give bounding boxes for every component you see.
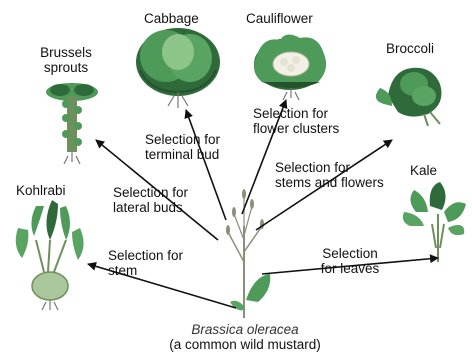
selection-stems-and-flowers: Selection for stems and flowers	[275, 160, 384, 190]
kohlrabi-illustration	[16, 200, 84, 310]
kale-illustration	[403, 182, 466, 262]
selection-terminal-bud-line2: terminal bud	[145, 147, 220, 162]
selection-stem-line2: stem	[108, 263, 183, 278]
arrow-to-cabbage	[186, 110, 226, 220]
selection-flower-clusters: Selection for flower clusters	[253, 106, 339, 136]
label-brussels-sprouts: Brussels sprouts	[28, 45, 104, 75]
selection-leaves-line1: Selection	[308, 246, 392, 261]
broccoli-illustration	[376, 68, 442, 126]
selection-stem-line1: Selection for	[108, 248, 183, 263]
label-cauliflower: Cauliflower	[246, 11, 313, 26]
ancestor-species-name: Brassica oleracea	[150, 322, 340, 337]
selection-lateral-buds-line2: lateral buds	[113, 200, 188, 215]
selection-stems-and-flowers-line2: stems and flowers	[275, 175, 384, 190]
selection-leaves: Selection for leaves	[308, 246, 392, 276]
label-cabbage: Cabbage	[144, 11, 199, 26]
selection-lateral-buds-line1: Selection for	[113, 185, 188, 200]
selection-leaves-line2: for leaves	[308, 261, 392, 276]
brussels-sprouts-illustration	[46, 83, 98, 164]
selection-terminal-bud: Selection for terminal bud	[145, 132, 220, 162]
cauliflower-illustration	[254, 34, 326, 100]
wild-mustard-illustration	[226, 189, 270, 318]
ancestor-common-name: (a common wild mustard)	[150, 337, 340, 352]
label-brussels-sprouts-line2: sprouts	[28, 60, 104, 75]
label-brussels-sprouts-line1: Brussels	[28, 45, 104, 60]
cabbage-illustration	[136, 28, 220, 108]
selection-flower-clusters-line1: Selection for	[253, 106, 339, 121]
selection-stems-and-flowers-line1: Selection for	[275, 160, 384, 175]
selection-flower-clusters-line2: flower clusters	[253, 121, 339, 136]
selection-stem: Selection for stem	[108, 248, 183, 278]
label-broccoli: Broccoli	[386, 41, 434, 56]
label-kohlrabi: Kohlrabi	[16, 183, 66, 198]
selection-terminal-bud-line1: Selection for	[145, 132, 220, 147]
label-kale: Kale	[410, 163, 437, 178]
selection-lateral-buds: Selection for lateral buds	[113, 185, 188, 215]
